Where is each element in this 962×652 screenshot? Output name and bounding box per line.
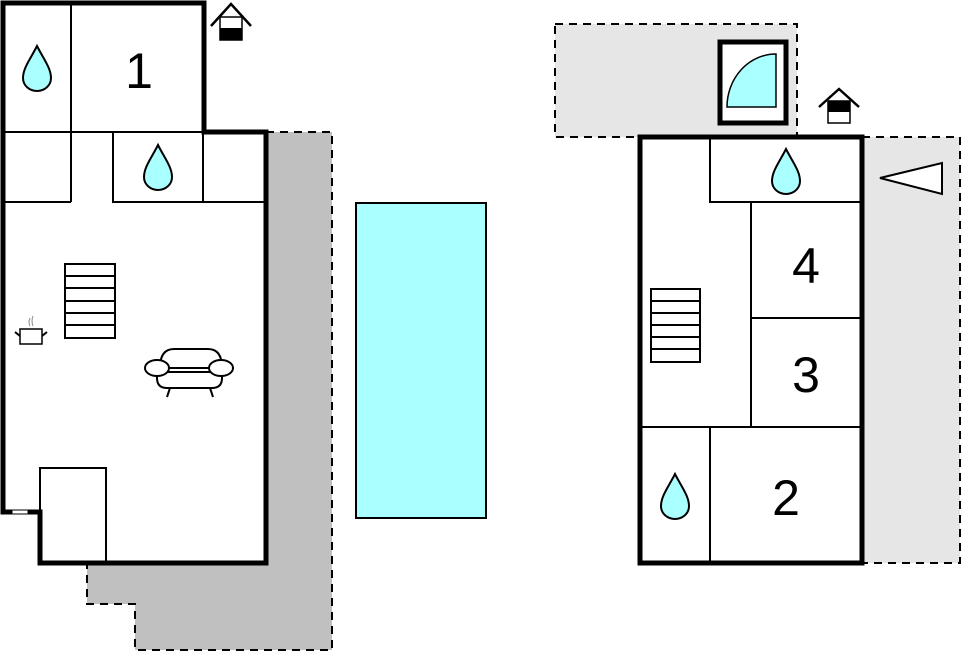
terrace-left — [86, 131, 333, 651]
room-label: 3 — [792, 347, 820, 403]
stairs-icon — [64, 263, 116, 339]
room-label: 4 — [792, 238, 820, 294]
stairs-icon — [650, 288, 701, 363]
house-entrance-icon — [818, 87, 860, 124]
view-triangle-icon — [879, 161, 943, 196]
room-label: 2 — [772, 470, 800, 526]
pool — [355, 202, 487, 519]
shower-icon — [717, 39, 789, 126]
house-entrance-icon — [210, 2, 252, 41]
room-label: 1 — [125, 43, 153, 99]
ground-floor: 1 — [0, 0, 269, 566]
upper-floor: 4 3 2 — [637, 134, 865, 566]
terrace-right — [861, 136, 961, 564]
sofa-icon — [144, 348, 234, 398]
cooking-pot-icon — [14, 315, 48, 345]
